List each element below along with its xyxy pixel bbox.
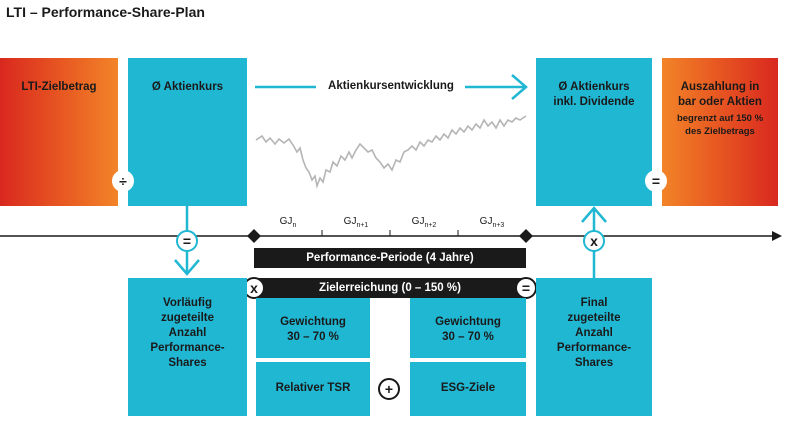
- final-line3: Anzahl: [575, 327, 613, 339]
- esg-weight-range: 30 – 70 %: [442, 331, 494, 343]
- lti-target-label: LTI-Zielbetrag: [21, 81, 97, 93]
- final-line4: Performance-: [556, 342, 632, 354]
- esg-weight-label: Gewichtung: [435, 316, 501, 328]
- target-achievement-bar: Zielerreichung (0 – 150 %): [254, 278, 526, 298]
- provisional-line3: Anzahl: [168, 327, 207, 339]
- share-price-chart-line: [255, 115, 527, 189]
- payout-line1: Auszahlung in: [680, 81, 760, 93]
- final-line1: Final: [580, 297, 608, 309]
- esg-weight-box: Gewichtung 30 – 70 %: [410, 298, 526, 358]
- relative-tsr-label: Relativer TSR: [275, 382, 351, 394]
- payout-line2: bar oder Aktien: [678, 96, 762, 108]
- page-title: LTI – Performance-Share-Plan: [6, 4, 205, 20]
- tsr-weight-box: Gewichtung 30 – 70 %: [256, 298, 370, 358]
- provisional-line2: zugeteilte: [160, 312, 215, 324]
- divide-operator-icon: ÷: [112, 170, 134, 192]
- share-price-development-label: Aktienkursentwicklung: [328, 80, 454, 92]
- avg-share-price-label: Ø Aktienkurs: [151, 81, 224, 93]
- tsr-weight-label: Gewichtung: [280, 316, 346, 328]
- final-shares-box: Final zugeteilte Anzahl Performance- Sha…: [536, 278, 652, 416]
- payout-box: Auszahlung in bar oder Aktien begrenzt a…: [662, 58, 778, 206]
- performance-period-bar: Performance-Periode (4 Jahre): [254, 248, 526, 268]
- avg-share-price-dividend-line2: inkl. Dividende: [553, 96, 635, 108]
- provisional-line4: Performance-: [150, 342, 225, 354]
- esg-targets-label: ESG-Ziele: [440, 382, 496, 394]
- plus-operator-icon: +: [378, 378, 400, 400]
- fiscal-year-label: GJn+1: [343, 216, 369, 229]
- avg-share-price-box: Ø Aktienkurs: [128, 58, 247, 206]
- equals-operator-icon: =: [645, 170, 667, 192]
- multiply-operator-icon: x: [583, 230, 605, 252]
- esg-targets-box: ESG-Ziele: [410, 362, 526, 416]
- payout-line4: des Zielbetrags: [685, 126, 755, 137]
- fiscal-year-label: GJn: [279, 216, 297, 229]
- provisional-line5: Shares: [168, 357, 207, 369]
- avg-share-price-dividend-box: Ø Aktienkurs inkl. Dividende: [536, 58, 652, 206]
- final-line2: zugeteilte: [567, 312, 621, 324]
- provisional-shares-box: Vorläufig zugeteilte Anzahl Performance-…: [128, 278, 247, 416]
- payout-line3: begrenzt auf 150 %: [676, 113, 764, 124]
- final-line5: Shares: [574, 357, 614, 369]
- fiscal-year-label: GJn+2: [411, 216, 437, 229]
- equals-operator-icon: =: [176, 230, 198, 252]
- provisional-line1: Vorläufig: [163, 297, 212, 309]
- equals-operator-icon: =: [515, 277, 537, 299]
- tsr-weight-range: 30 – 70 %: [287, 331, 339, 343]
- fiscal-year-label: GJn+3: [479, 216, 505, 229]
- relative-tsr-box: Relativer TSR: [256, 362, 370, 416]
- avg-share-price-dividend-line1: Ø Aktienkurs: [558, 81, 630, 93]
- lti-target-box: LTI-Zielbetrag: [0, 58, 118, 206]
